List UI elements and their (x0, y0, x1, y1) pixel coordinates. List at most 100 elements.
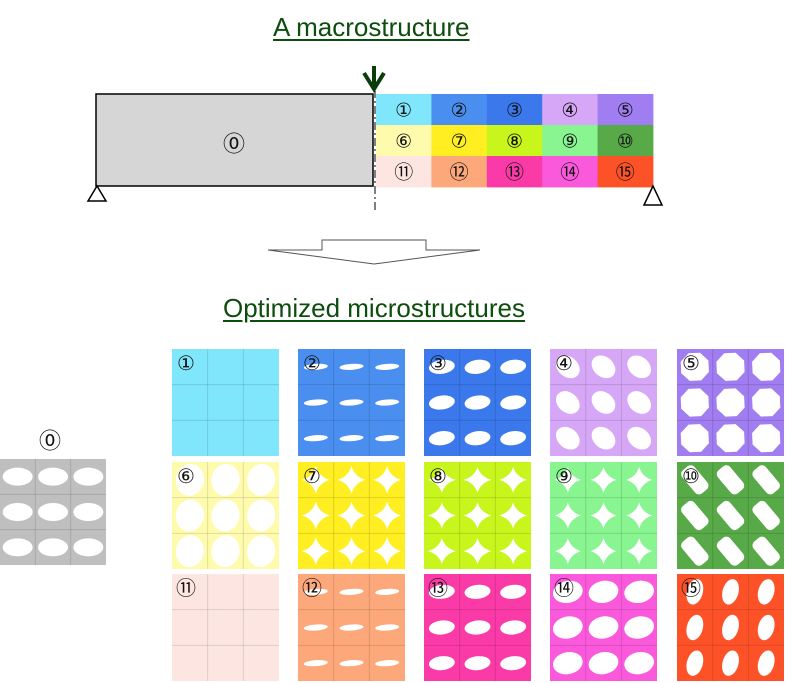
hole (588, 580, 619, 604)
macrostructure-title: A macrostructure (273, 12, 470, 42)
hole (686, 579, 704, 605)
hole (427, 466, 456, 493)
micro-tile-label-10: ⑩ (682, 464, 700, 488)
hole (752, 352, 781, 381)
hole (339, 399, 364, 406)
hole (752, 536, 780, 566)
hole (716, 465, 745, 495)
hole (375, 588, 400, 595)
hole (339, 624, 364, 631)
macro-cell-label-12: ⑫ (450, 162, 469, 184)
micro-tile-label-2: ② (303, 351, 321, 375)
hole (247, 499, 276, 532)
hole (499, 466, 528, 493)
macro-cell-label-14: ⑭ (560, 162, 579, 184)
hole (301, 537, 330, 566)
microstructures-title: Optimized microstructures (223, 293, 525, 323)
macro-cell-label-1: ① (395, 100, 412, 122)
hole (554, 502, 581, 529)
hole (680, 424, 709, 453)
macro-cell-label-2: ② (451, 100, 468, 122)
hole (686, 614, 704, 641)
hole (500, 656, 527, 671)
hole (500, 431, 527, 446)
hole (716, 424, 745, 453)
hole (722, 614, 739, 641)
micro-tile-1 (172, 349, 279, 456)
macro-cell-1 (376, 94, 432, 126)
hole (428, 584, 455, 599)
hole (680, 352, 709, 381)
hole (428, 395, 455, 410)
macro-cell-11 (376, 156, 432, 188)
hole (588, 651, 619, 675)
hole (681, 500, 709, 531)
hole (38, 467, 68, 486)
macro-cell-4 (542, 94, 598, 126)
micro-tile-label-13: ⑬ (428, 576, 448, 600)
hole (464, 431, 491, 446)
hole (211, 463, 240, 496)
hole (463, 502, 492, 529)
beam-region-0 (95, 93, 374, 187)
micro-tile-12 (298, 574, 405, 681)
hole (337, 537, 366, 566)
micro-tile-label-3: ③ (429, 351, 447, 375)
hole (552, 651, 583, 675)
hole (247, 535, 276, 568)
hole (716, 352, 745, 381)
macro-cell-5 (597, 94, 654, 126)
hole (373, 537, 402, 566)
macro-cell-label-4: ④ (561, 100, 578, 122)
hole (373, 501, 402, 530)
hole (463, 538, 492, 565)
hole (303, 588, 328, 595)
hole (686, 650, 704, 676)
hole (211, 535, 240, 568)
hole (624, 651, 655, 675)
macro-cell-label-15: ⑮ (616, 162, 635, 184)
micro-tile-label-14: ⑭ (554, 576, 574, 600)
down-arrow-icon (362, 71, 386, 93)
micro-tile-0 (0, 459, 106, 565)
micro-tile-label-9: ⑨ (555, 464, 573, 488)
hole (303, 624, 328, 631)
hole (464, 656, 491, 671)
hole (590, 502, 617, 529)
hole (375, 399, 400, 406)
macro-cell-9 (542, 125, 598, 157)
hole (500, 395, 527, 410)
hole (752, 388, 781, 417)
hole (73, 538, 104, 557)
macro-cell-14 (542, 156, 598, 188)
micro-tile-bg-11 (172, 574, 279, 681)
hole (681, 536, 709, 566)
micro-tile-label-4: ④ (555, 351, 573, 375)
micro-tile-label-5: ⑤ (682, 351, 700, 375)
hole (428, 359, 455, 374)
hole (752, 424, 781, 453)
hole (427, 538, 456, 565)
hole (681, 465, 709, 495)
hole (716, 500, 745, 531)
hole (624, 616, 655, 639)
hole (716, 536, 745, 566)
hole (757, 579, 775, 605)
hole (464, 620, 491, 635)
hole (624, 580, 655, 604)
micro-tile-label-1: ① (177, 351, 195, 375)
hole (499, 538, 528, 565)
hole (591, 355, 616, 379)
hole (337, 465, 366, 494)
hole (375, 435, 400, 442)
hole (73, 467, 104, 486)
hole (626, 466, 653, 493)
macro-cell-label-7: ⑦ (451, 131, 468, 153)
hole (175, 499, 204, 532)
macro-cell-3 (486, 94, 543, 126)
hole (247, 463, 276, 496)
hole (211, 499, 240, 532)
hole (339, 435, 364, 442)
hole (722, 579, 739, 605)
